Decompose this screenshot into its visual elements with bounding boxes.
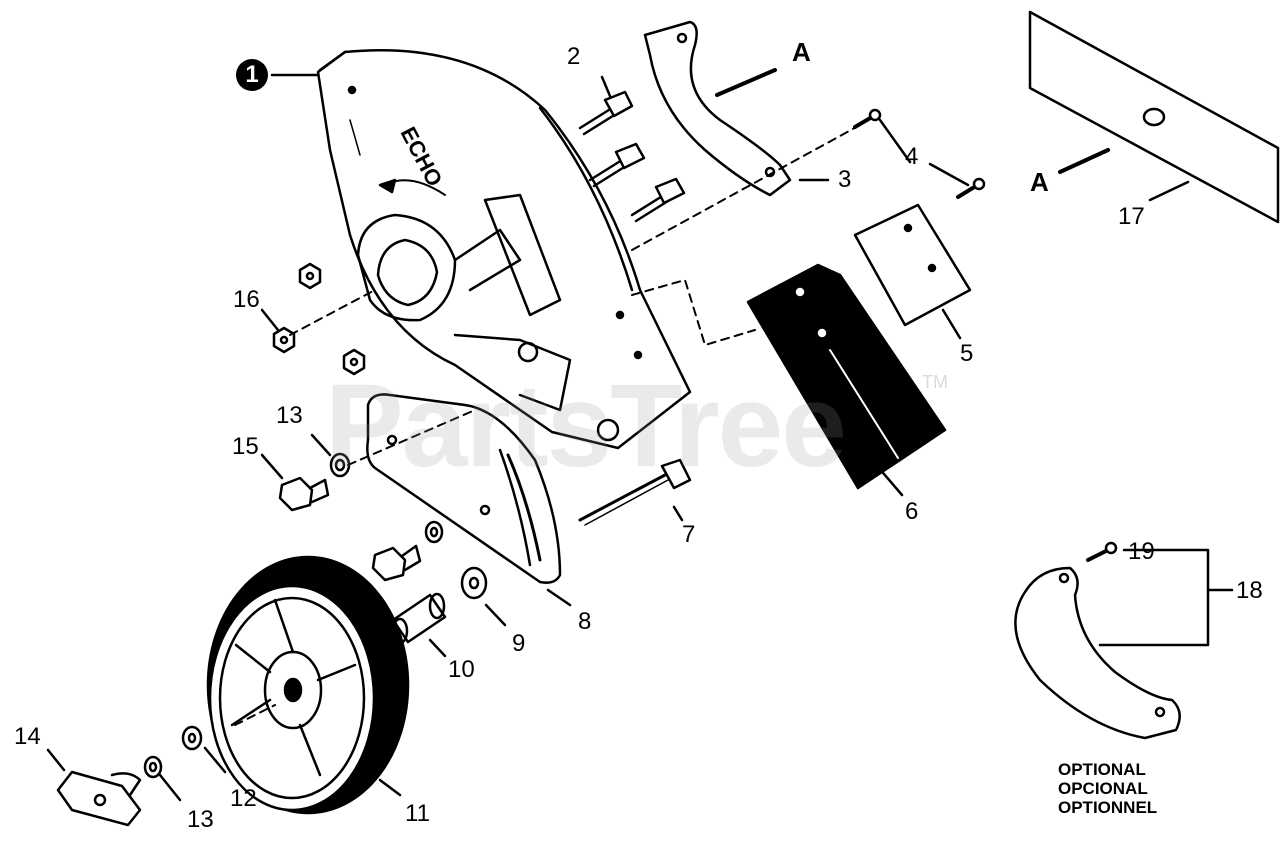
watermark-text: PartsTree — [325, 360, 847, 492]
callout-8: 8 — [578, 608, 592, 635]
callout-10: 10 — [448, 656, 475, 683]
callout-12: 12 — [230, 785, 257, 812]
optional-line-fr: OPTIONNEL — [1058, 798, 1158, 817]
adjuster-plate-8 — [366, 393, 562, 584]
bolt-2a — [578, 90, 634, 136]
callout-15: 15 — [232, 433, 259, 460]
blade-17 — [1028, 10, 1280, 224]
reference-a-right: A — [1030, 167, 1049, 197]
bracket-3 — [643, 20, 792, 197]
shield-6 — [746, 263, 947, 490]
nut-16c — [342, 348, 366, 376]
optional-shield-18 — [1014, 541, 1181, 740]
callout-14: 14 — [14, 723, 41, 750]
plate-5 — [853, 203, 972, 327]
callout-9: 9 — [512, 630, 526, 657]
bolt-2c — [630, 177, 686, 223]
callout-4: 4 — [905, 143, 919, 170]
callout-18: 18 — [1236, 577, 1263, 604]
washer-9 — [460, 566, 488, 600]
callout-3: 3 — [838, 166, 852, 193]
bolt-8a — [371, 520, 444, 582]
washer-12 — [181, 725, 203, 751]
callout-13-lower: 13 — [187, 806, 214, 833]
blade-guard-housing: ECHO — [316, 49, 692, 450]
knob-14 — [56, 770, 142, 827]
callout-17: 17 — [1118, 203, 1145, 230]
trademark-mark: TM — [922, 372, 948, 392]
callout-19: 19 — [1128, 538, 1155, 565]
optional-line-en: OPTIONAL — [1058, 760, 1146, 779]
optional-caption: OPTIONAL OPCIONAL OPTIONNEL — [1058, 760, 1157, 817]
callout-2: 2 — [567, 43, 581, 70]
callout-5: 5 — [960, 340, 974, 367]
callout-7: 7 — [682, 521, 696, 548]
screw-4b — [956, 177, 986, 199]
nut-16b — [272, 326, 296, 354]
callout-16: 16 — [233, 286, 260, 313]
screw-4a — [853, 108, 882, 129]
optional-line-es: OPCIONAL — [1058, 779, 1148, 798]
callout-13-upper: 13 — [276, 402, 303, 429]
reference-a-top: A — [792, 37, 811, 67]
lockwasher-13b — [143, 755, 163, 779]
callout-1: 1 — [236, 59, 268, 91]
callout-11: 11 — [405, 800, 430, 827]
callout-6: 6 — [905, 498, 919, 525]
nut-16a — [298, 262, 322, 290]
wheel-11 — [206, 555, 410, 815]
bolt-2b — [588, 142, 646, 188]
bolt-15 — [278, 476, 330, 512]
bolt-7 — [578, 458, 692, 526]
